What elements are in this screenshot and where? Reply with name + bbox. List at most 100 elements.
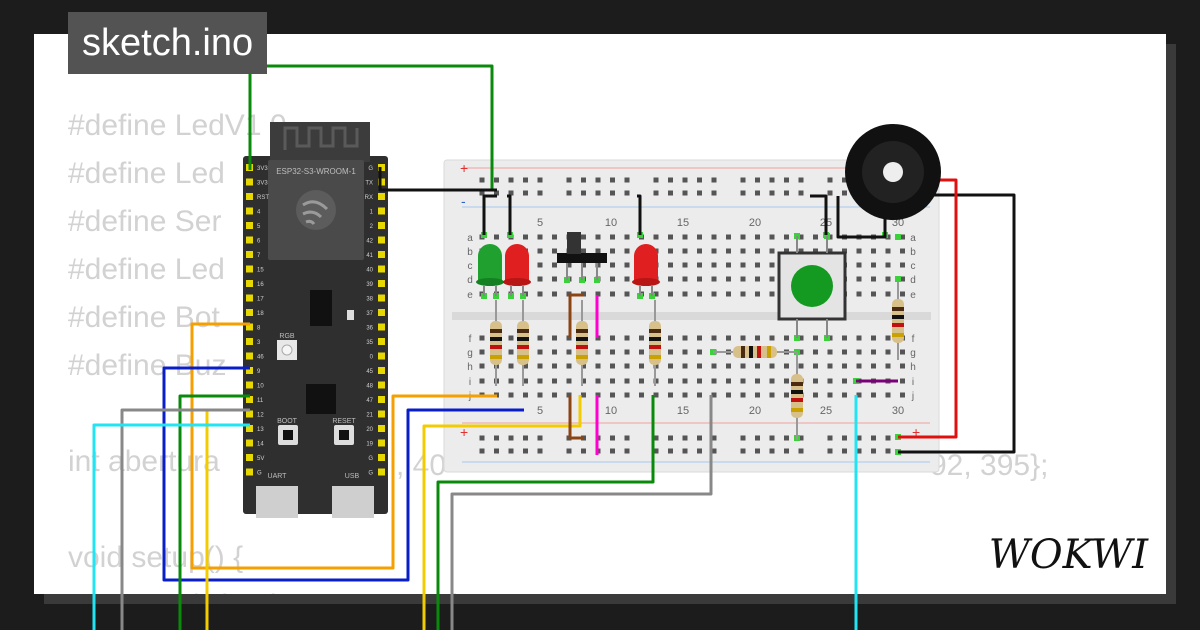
rail-hole [871, 448, 876, 454]
breadboard-hole [755, 291, 760, 297]
pin-header-right[interactable] [378, 207, 385, 215]
code-line: #define Led [68, 157, 225, 190]
resistor[interactable] [649, 300, 661, 386]
breadboard-hole [668, 234, 673, 240]
pin-header-right[interactable] [378, 309, 385, 316]
pin-label-left: 8 [257, 326, 261, 332]
pin-header-right[interactable] [378, 454, 385, 461]
row-letter-right: e [910, 290, 916, 301]
resistor[interactable] [713, 346, 797, 358]
row-letter-right: f [912, 334, 915, 345]
pin-header-right[interactable] [378, 222, 385, 229]
pin-header-left[interactable] [246, 396, 253, 403]
pin-header-left[interactable] [246, 280, 253, 287]
breadboard-hole [885, 335, 891, 341]
file-title-tab[interactable]: sketch.ino [68, 12, 268, 74]
pin-header-right[interactable] [378, 439, 385, 447]
rail-hole [523, 448, 528, 454]
row-letter-right: d [910, 275, 916, 286]
pin-header-left[interactable] [246, 178, 253, 186]
rail-hole [566, 448, 572, 454]
breadboard-hole [726, 363, 731, 369]
pin-header-right[interactable] [378, 338, 385, 345]
pin-header-left[interactable] [246, 454, 253, 461]
breadboard-hole [682, 291, 688, 297]
pin-label-left: RST [257, 195, 269, 201]
pin-header-left[interactable] [246, 410, 253, 418]
breadboard-hole [726, 262, 731, 268]
esp32-board[interactable]: ESP32-S3-WROOM-1 RGB BOOT RESET UART USB… [243, 122, 388, 518]
rail-hole [581, 435, 586, 441]
pin-header-left[interactable] [246, 294, 253, 302]
resistor[interactable] [892, 282, 904, 360]
breadboard-hole [682, 363, 688, 369]
rail-hole [494, 190, 499, 196]
pin-header-right[interactable] [378, 193, 385, 200]
resistor[interactable] [791, 352, 803, 440]
breadboard-hole [871, 392, 876, 398]
pin-header-right[interactable] [378, 265, 385, 273]
pin-header-left[interactable] [246, 367, 253, 374]
led-green[interactable] [476, 244, 504, 296]
rail-hole [697, 448, 702, 454]
pin-header-left[interactable] [246, 236, 253, 244]
breadboard-hole [813, 378, 818, 384]
pin-header-left[interactable] [246, 425, 253, 432]
breadboard-hole [856, 349, 862, 355]
resistor[interactable] [490, 300, 502, 386]
pin-header-right[interactable] [378, 410, 385, 418]
pin-header-right[interactable] [378, 236, 385, 244]
pin-header-left[interactable] [246, 468, 253, 476]
pin-label-left: 3 [257, 340, 261, 346]
pin-header-left[interactable] [246, 338, 253, 345]
pin-header-right[interactable] [378, 280, 385, 287]
buzzer[interactable] [845, 124, 941, 220]
pin-header-right[interactable] [378, 381, 385, 389]
breadboard-hole [595, 363, 601, 369]
rail-hole [668, 435, 673, 441]
pin-header-right[interactable] [378, 294, 385, 302]
pin-header-right[interactable] [378, 468, 385, 476]
pin-header-right[interactable] [378, 251, 385, 258]
breadboard-hole [856, 392, 862, 398]
uart-port[interactable] [256, 486, 298, 518]
breadboard-hole [682, 262, 688, 268]
pin-header-right[interactable] [378, 352, 385, 360]
breadboard-hole [711, 276, 717, 282]
pin-header-left[interactable] [246, 381, 253, 389]
rail-plus-bottom-right: + [912, 424, 920, 440]
pin-header-right[interactable] [378, 323, 385, 331]
pin-header-left[interactable] [246, 439, 253, 447]
pin-header-right[interactable] [378, 396, 385, 403]
rail-hole [668, 177, 673, 183]
breadboard-hole [668, 363, 673, 369]
usb-port[interactable] [332, 486, 374, 518]
pin-header-left[interactable] [246, 309, 253, 316]
breadboard-hole [624, 291, 630, 297]
pin-header-left[interactable] [246, 323, 253, 331]
led-red-2[interactable] [632, 244, 660, 296]
pin-header-left[interactable] [246, 207, 253, 215]
pin-label-right: TX [365, 181, 373, 187]
column-number-bottom: 15 [677, 405, 689, 417]
rail-hole [479, 448, 485, 454]
breadboard-hole [552, 392, 557, 398]
resistor[interactable] [517, 300, 529, 386]
led-red-1[interactable] [503, 244, 531, 296]
resistor[interactable] [576, 300, 588, 386]
breadboard-hole [537, 234, 543, 240]
row-letter-left: h [467, 362, 473, 373]
pin-header-left[interactable] [246, 265, 253, 273]
pin-header-right[interactable] [378, 425, 385, 432]
pin-header-left[interactable] [246, 251, 253, 258]
breadboard-hole [697, 363, 702, 369]
pin-header-left[interactable] [246, 352, 253, 360]
push-button[interactable] [777, 236, 847, 338]
slide-switch[interactable] [557, 232, 607, 280]
pin-header-right[interactable] [378, 367, 385, 374]
pin-header-left[interactable] [246, 222, 253, 229]
breadboard-hole [827, 392, 833, 398]
pin-header-left[interactable] [246, 193, 253, 200]
